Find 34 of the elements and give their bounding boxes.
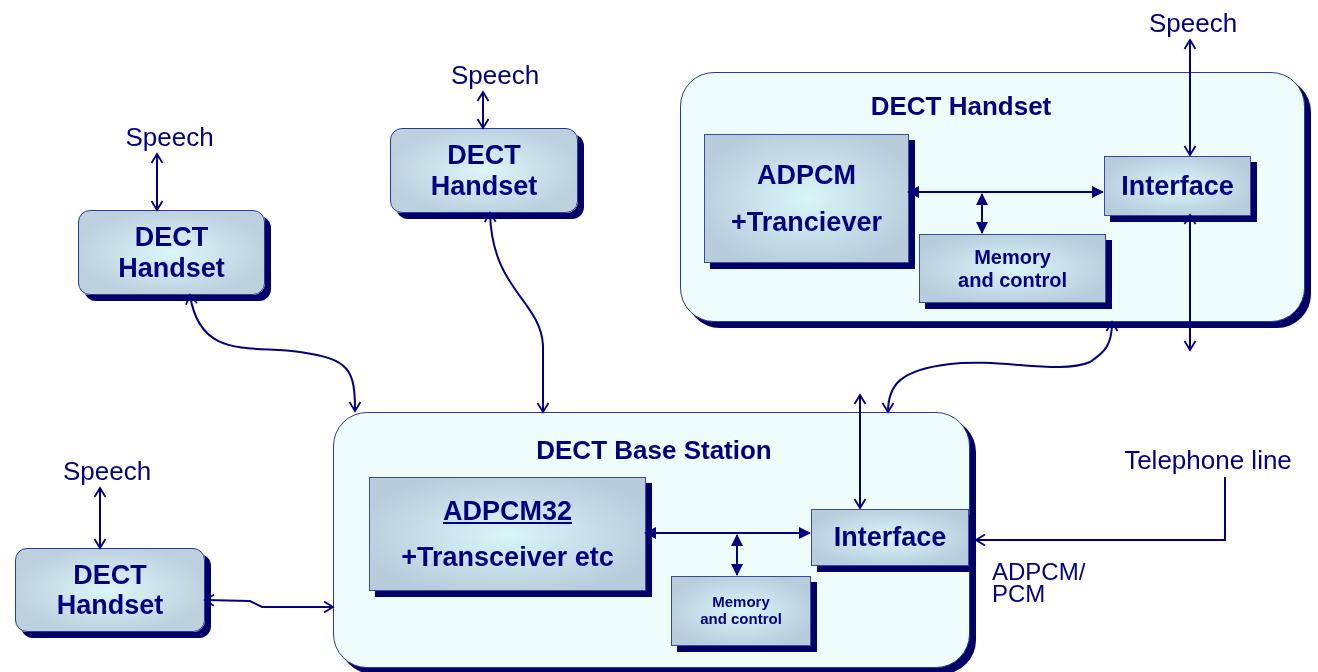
panel-heading: DECT Base Station [535,435,773,466]
arrow [1183,39,1197,156]
arrow [975,476,1226,547]
arrow [976,193,988,234]
arrow [644,527,811,539]
block-label: Memory and control [957,246,1068,291]
block-label: Interface [1121,170,1234,202]
box-label: DECT Handset [55,559,165,621]
arrow [731,534,743,576]
arrow [907,186,1104,198]
text-label: Speech [112,120,227,154]
arrow [185,294,362,412]
text-label: Speech [1136,6,1250,40]
text-label: ADPCM/ PCM [992,561,1084,605]
block-label: Interface [833,522,947,553]
panel-heading: DECT Handset [869,91,1053,122]
arrow [150,153,164,211]
arrow [1183,214,1197,351]
arrow [484,212,550,413]
arrow [204,593,334,614]
block-label: +Transceiver etc [401,542,614,573]
text-label: Speech [438,58,552,92]
arrow [881,321,1119,413]
block-label: ADPCM [757,160,856,191]
text-label: Telephone line [1102,443,1314,477]
box-label: DECT Handset [429,140,539,201]
block-label: Memory and control [699,594,783,628]
arrow [476,91,490,129]
box-label: DECT Handset [117,222,226,283]
arrow [853,394,867,509]
arrow [93,487,107,549]
block-label: ADPCM32 [443,495,572,526]
block-label: +Tranciever [731,206,882,237]
text-label: Speech [50,454,164,488]
